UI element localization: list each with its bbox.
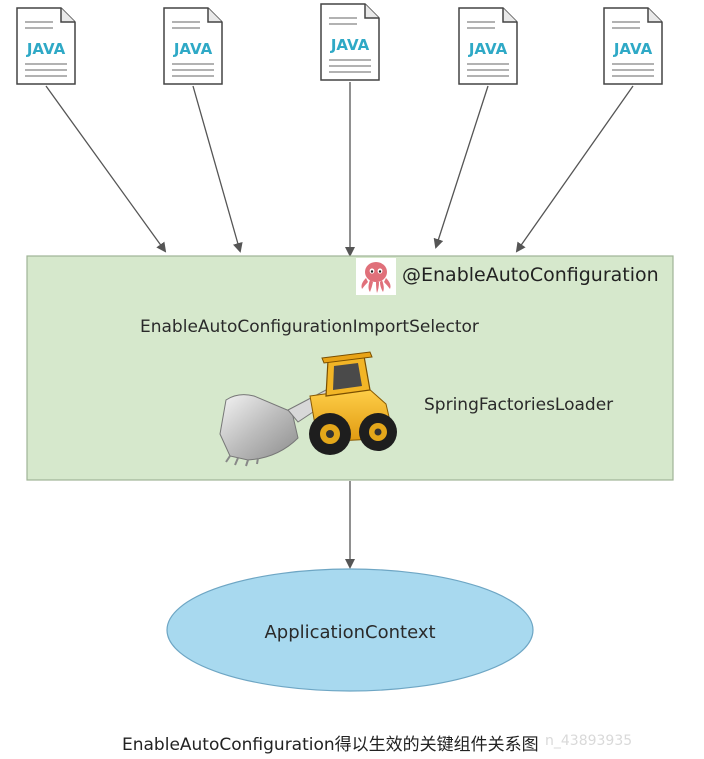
java-file-label: JAVA	[26, 40, 66, 58]
import-selector-label: EnableAutoConfigurationImportSelector	[140, 317, 479, 337]
spring-factories-loader-label: SpringFactoriesLoader	[424, 395, 613, 415]
java-file-1: JAVA	[16, 7, 76, 85]
java-file-2: JAVA	[163, 7, 223, 85]
figure-caption: EnableAutoConfiguration得以生效的关键组件关系图	[122, 735, 539, 755]
application-context-node	[166, 568, 534, 692]
arrow-file2-to-box	[192, 85, 243, 253]
wheel-loader-icon	[219, 351, 397, 467]
java-file-label: JAVA	[330, 36, 370, 54]
enable-auto-configuration-label: @EnableAutoConfiguration	[402, 264, 659, 286]
watermark-text: n_43893935	[545, 733, 633, 749]
java-file-label: JAVA	[173, 40, 213, 58]
octopus-icon	[356, 258, 396, 295]
java-file-label: JAVA	[468, 40, 508, 58]
java-file-3: JAVA	[320, 3, 380, 81]
arrow-file1-to-box	[45, 85, 167, 253]
java-file-5: JAVA	[603, 7, 663, 85]
java-file-4: JAVA	[458, 7, 518, 85]
java-file-label: JAVA	[613, 40, 653, 58]
arrow-file4-to-box	[433, 85, 489, 249]
arrow-file5-to-box	[515, 85, 634, 253]
application-context-label: ApplicationContext	[264, 622, 435, 643]
